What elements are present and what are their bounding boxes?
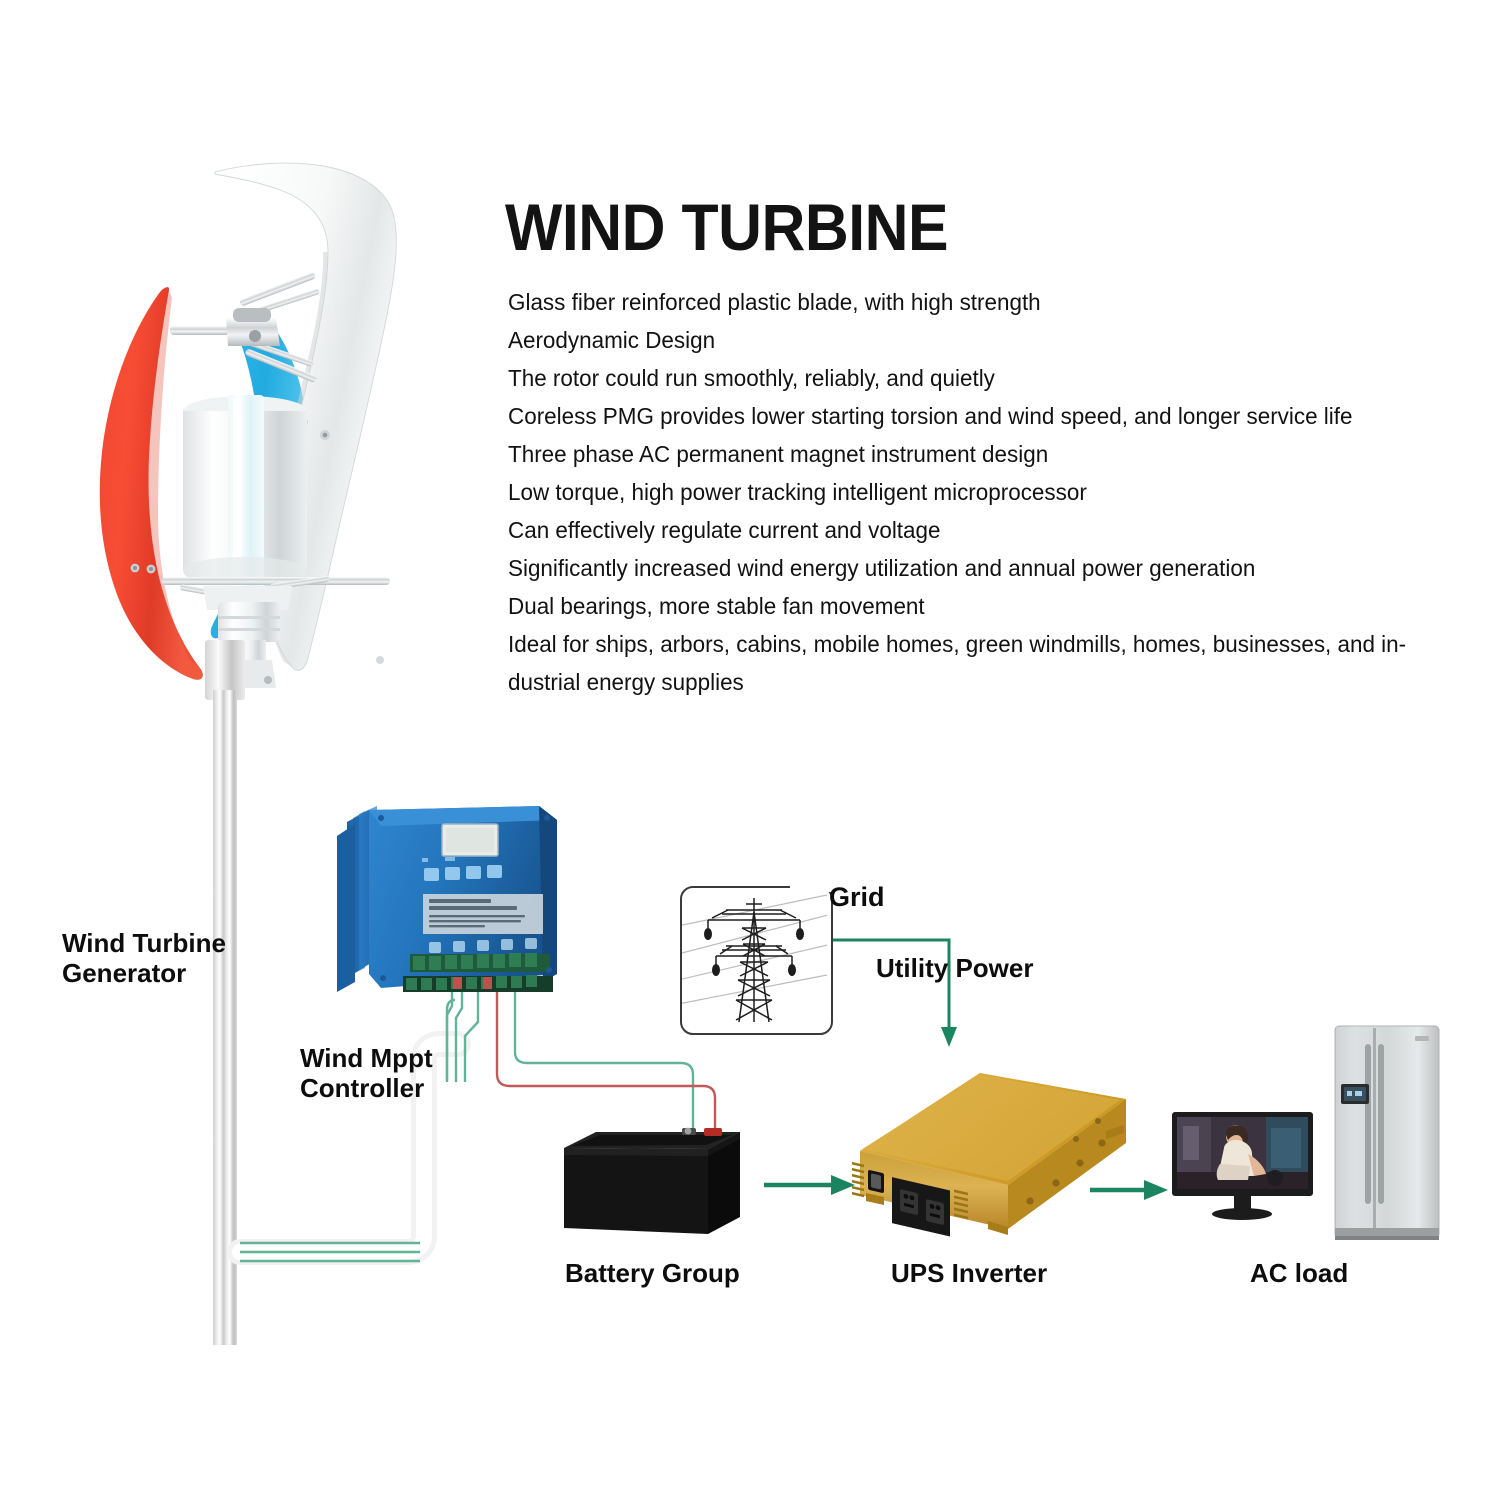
feature-item: Ideal for ships, arbors, cabins, mobile … — [508, 631, 1407, 695]
label-grid: Grid — [829, 882, 885, 912]
feature-list: Glass fiber reinforced plastic blade, wi… — [508, 283, 1448, 701]
label-line: Generator — [62, 958, 187, 989]
feature-item: Aerodynamic Design — [508, 327, 716, 353]
feature-item: Three phase AC permanent magnet instrume… — [508, 441, 1049, 467]
wind-mppt-controller-illustration — [325, 802, 575, 1017]
turbine-mast — [213, 690, 237, 1345]
feature-item: Glass fiber reinforced plastic blade, wi… — [508, 289, 1041, 315]
label-wind-turbine-generator: Wind Turbine Generator — [62, 928, 226, 988]
wind-turbine-illustration — [40, 140, 440, 760]
feature-item: The rotor could run smoothly, reliably, … — [508, 365, 995, 391]
label-line: Controller — [300, 1073, 425, 1104]
feature-item: Low torque, high power tracking intellig… — [508, 479, 1087, 505]
feature-item: Dual bearings, more stable fan movement — [508, 593, 925, 619]
tv-illustration — [1170, 1110, 1315, 1225]
feature-item: Can effectively regulate current and vol… — [508, 517, 941, 543]
turbine-generator-body — [183, 395, 307, 595]
refrigerator-illustration — [1333, 1024, 1441, 1246]
label-wind-mppt-controller: Wind Mppt Controller — [300, 1043, 433, 1103]
feature-item: Coreless PMG provides lower starting tor… — [508, 403, 1353, 429]
turbine-blade-red — [99, 287, 203, 680]
grid-box-label-notch — [790, 884, 834, 892]
label-ups-inverter: UPS Inverter — [891, 1258, 1048, 1288]
label-battery-group: Battery Group — [565, 1258, 740, 1288]
ups-inverter-illustration — [848, 1043, 1138, 1243]
label-ac-load: AC load — [1250, 1258, 1349, 1288]
grid-illustration-box — [680, 886, 833, 1035]
battery-group-illustration — [558, 1124, 743, 1246]
label-line: Wind Turbine — [62, 928, 226, 958]
label-line: Wind Mppt — [300, 1043, 433, 1073]
turbine-upper-arms — [170, 272, 320, 383]
label-utility-power: Utility Power — [876, 953, 1034, 983]
page-title: WIND TURBINE — [505, 190, 949, 264]
feature-item: Significantly increased wind energy util… — [508, 555, 1256, 581]
